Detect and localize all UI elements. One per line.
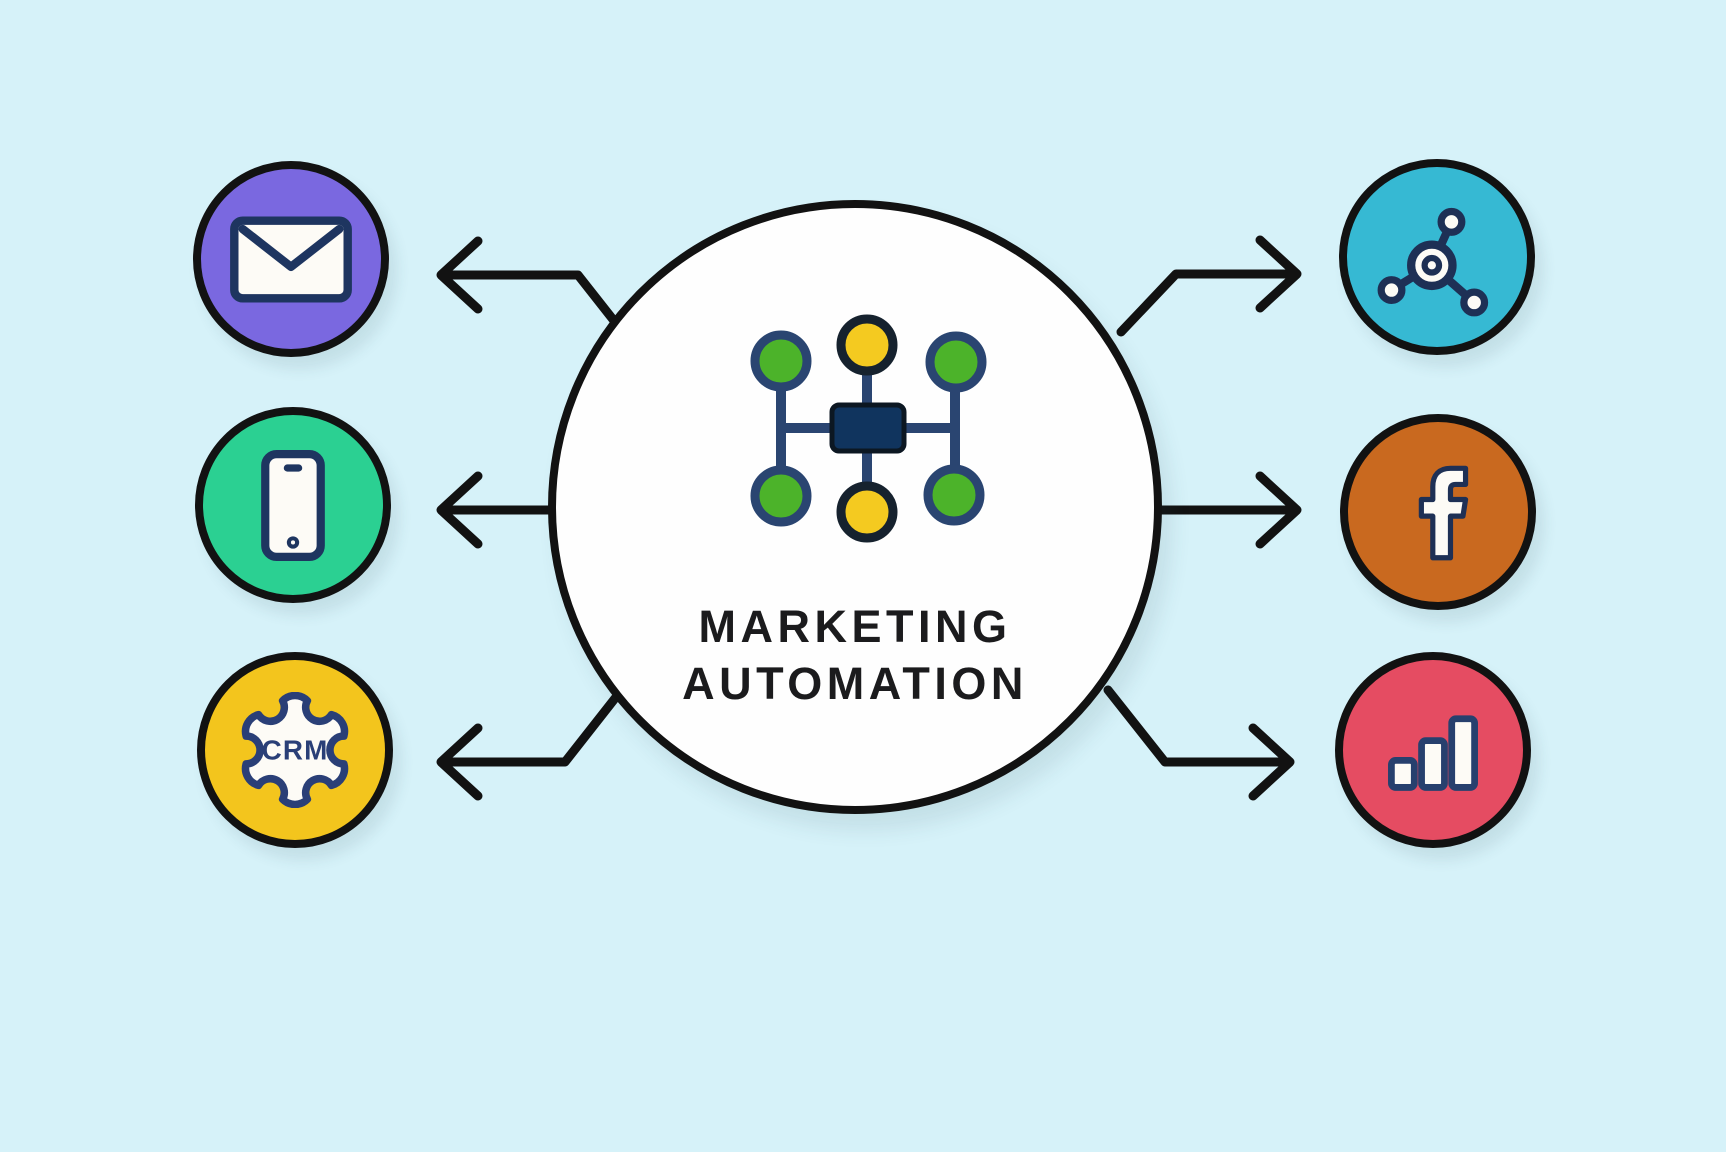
share-network-icon <box>1377 207 1489 317</box>
automation-hub-icon <box>750 314 987 543</box>
arrow-to-email <box>436 236 631 341</box>
gear-icon: CRM <box>241 692 349 808</box>
arrow-to-analytics <box>1103 685 1295 801</box>
crm-label: CRM <box>262 734 329 765</box>
node-analytics <box>1335 652 1531 848</box>
arrow-to-facebook <box>1151 471 1302 549</box>
arrow-to-mobile <box>436 471 561 549</box>
smartphone-icon <box>261 449 325 561</box>
node-mobile <box>195 407 391 603</box>
central-hub-circle: MARKETING AUTOMATION <box>548 200 1162 814</box>
center-title-line1: MARKETING <box>698 601 1012 652</box>
envelope-icon <box>230 215 352 303</box>
facebook-icon <box>1418 465 1469 561</box>
node-facebook <box>1340 414 1536 610</box>
arrow-to-crm <box>436 687 625 801</box>
bar-chart-icon <box>1388 715 1478 791</box>
center-title-line2: AUTOMATION <box>682 658 1028 709</box>
node-network <box>1339 159 1535 355</box>
node-email <box>193 161 389 357</box>
node-crm: CRM <box>197 652 393 848</box>
arrow-to-network <box>1116 235 1302 337</box>
center-title: MARKETING AUTOMATION <box>556 598 1154 712</box>
